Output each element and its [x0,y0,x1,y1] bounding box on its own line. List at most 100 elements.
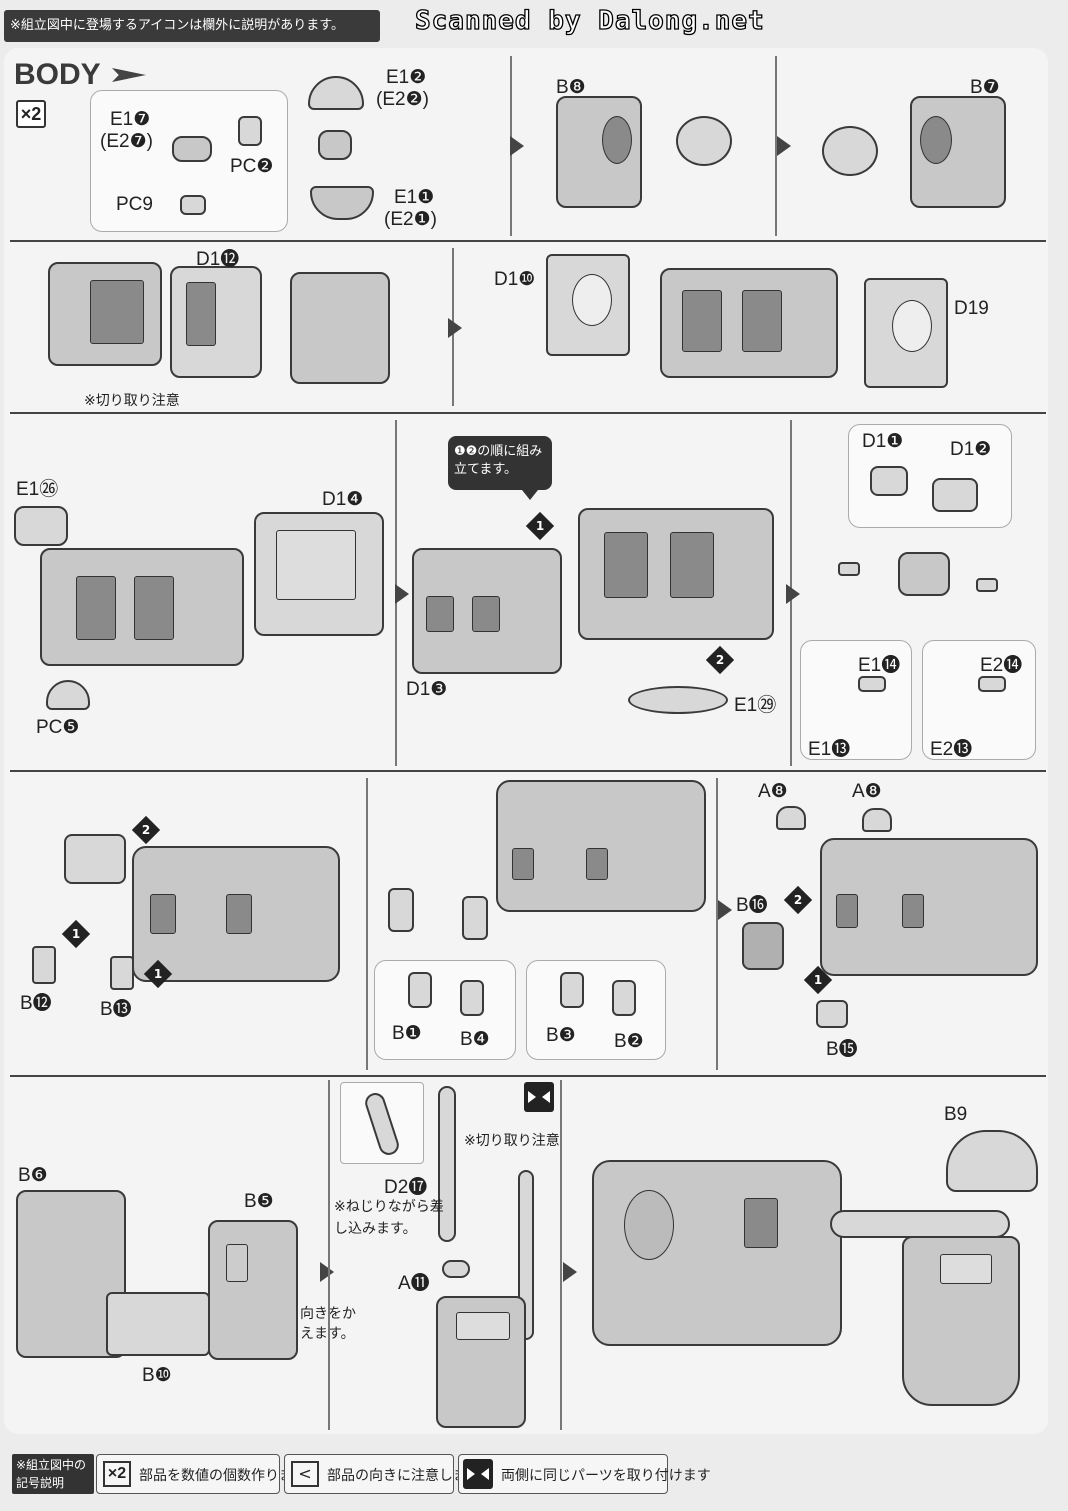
quantity-badge: ×2 [16,100,46,128]
body-assembly [660,268,838,378]
row-divider [10,412,1046,414]
body-rear-view [436,1296,526,1428]
cap-part-a8 [776,806,806,830]
vent-cover-b16 [742,922,784,970]
body-full-assembly [592,1160,842,1346]
hook-arm-part [388,888,414,932]
part-label-pc5: PC❺ [36,717,80,738]
hook-part-e1 [858,676,886,692]
hatch-part-e1-26 [14,506,68,546]
part-label-a8-left: A❽ [758,781,788,802]
part-label-e1-1: E1❶ [394,187,435,208]
polycap-joint [238,116,262,146]
step-order-1-icon: 1 [525,511,555,541]
part-label-b15: B⓯ [826,1039,858,1060]
legend-tag: ※組立図中の記号説明 [12,1454,94,1494]
side-panel-d1-9 [864,278,948,388]
polycap-small [180,195,206,215]
body-half-left [556,96,642,208]
sub-assembly-callout [526,960,666,1060]
legend-item-both-sides: 両側に同じパーツを取り付けます [458,1454,711,1494]
hook-arm-half-b1 [408,972,432,1008]
part-label-e2-13: E2⓭ [930,739,973,760]
part-label-d2-17: D2⓱ [384,1177,428,1198]
sub-assembly-callout [800,640,912,760]
part-label-e1-2: E1❷ [386,67,427,88]
body-assembly [820,838,1038,976]
body-assembly [496,780,706,912]
column-divider [366,778,368,1070]
vent-part-b15 [816,1000,848,1028]
inner-frame-d1-12 [170,266,262,378]
hook-left [838,562,860,576]
body-block [48,262,162,366]
legend-text: 部品を数値の個数作ります [139,1468,307,1484]
hook-right [976,578,998,592]
hook-arm-half-b2 [612,980,636,1016]
turn-direction-note: 向きをかえます。 [300,1304,360,1344]
cut-caution-note: ※切り取り注意 [464,1133,560,1149]
side-panel-d1-10 [546,254,630,356]
part-label-b9: B9 [944,1104,968,1125]
hook-arm-half-b4 [460,980,484,1016]
hose-part [830,1210,1010,1238]
part-label-d1-2: D1❷ [950,439,992,460]
body-assembly [132,846,340,982]
part-label-b7: B❼ [970,77,1000,98]
part-label-b5: B❺ [244,1191,274,1212]
part-label-d1-4: D1❹ [322,489,364,510]
part-label-pc2: PC❷ [230,156,274,177]
hook-cover-part [932,478,978,512]
legend-bar: ※組立図中の記号説明 ×2 部品を数値の個数作ります < 部品の向きに注意します… [4,1452,1064,1496]
order-callout-bubble: ❶❷の順に組み立てます。 [448,436,552,500]
part-label-b16: B⓰ [736,895,768,916]
icon-note-banner: ※組立図中に登場するアイコンは欄外に説明があります。 [4,10,380,42]
polycap-pc5 [46,680,90,710]
sub-assembly-callout [922,640,1036,760]
quantity-icon: ×2 [103,1461,131,1487]
hook-mount-part [870,466,908,496]
part-label-d1-9: D19 [954,298,989,319]
part-label-e1-29: E1㉙ [734,695,777,716]
hook-arm-half-b3 [560,972,584,1008]
both-sides-icon [524,1082,554,1112]
both-sides-icon [463,1459,493,1489]
hatch-cover-b9 [946,1130,1038,1192]
part-label-d1-12: D1⓬ [196,249,240,270]
part-label-b8: B❽ [556,77,586,98]
part-label-e1-14: E1⓮ [858,655,901,676]
legend-text: 部品の向きに注意します [327,1468,481,1484]
body-half-right [910,96,1006,208]
part-label-b12: B⓬ [20,993,52,1014]
hook-assembly [898,552,950,596]
body-block-with-joint [290,272,390,384]
row-divider [10,240,1046,242]
rod-cap-a11 [442,1260,470,1278]
body-assembly [40,548,244,666]
shoulder-joint-core [318,130,352,160]
part-label-e2-14: E2⓮ [980,655,1023,676]
direction-icon: < [291,1461,319,1487]
tray-part-b10 [106,1292,210,1356]
part-label-a8-right: A❽ [852,781,882,802]
step-order-1-icon: 1 [143,959,173,989]
part-label-e2-2: (E2❷) [376,89,429,110]
part-label-b13: B⓭ [100,999,132,1020]
part-label-b10: B❿ [142,1365,172,1386]
row-divider [10,770,1046,772]
step-order-2-icon: 2 [131,815,161,845]
scan-credit: Scanned by Dalong.net [414,5,765,36]
part-label-e1-7: E1❼ [110,109,151,130]
step-order-2-icon: 2 [783,885,813,915]
antenna-rod-d2-17 [438,1086,456,1242]
part-label-b2: B❷ [614,1031,644,1052]
hook-bracket-part [64,834,126,884]
part-label-e1-13: E1⓭ [808,739,851,760]
body-rear-block [578,508,774,640]
legend-item-direction: < 部品の向きに注意します [284,1454,481,1494]
shoulder-ball [822,126,878,176]
step-order-2-icon: 2 [705,645,735,675]
twist-insert-note: ※ねじりながら差し込みます。 [334,1199,444,1237]
part-label-b1: B❶ [392,1023,422,1044]
vent-part-b13 [110,956,134,990]
